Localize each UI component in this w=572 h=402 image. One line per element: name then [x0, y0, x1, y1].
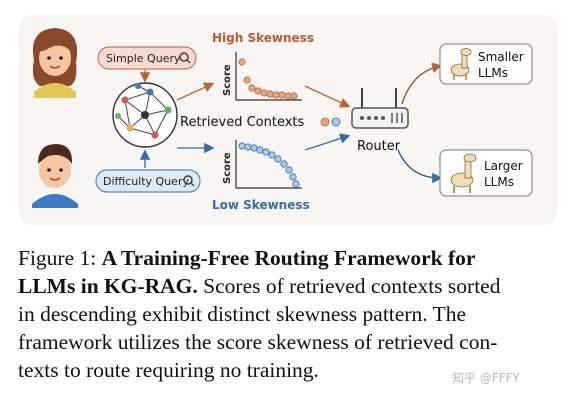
figure-caption: Figure 1: A Training-Free Routing Framew…	[18, 244, 558, 384]
high-skewness-point	[278, 91, 286, 99]
caption-bold-title-2: LLMs in KG-RAG.	[18, 274, 198, 298]
knowledge-graph-icon	[112, 82, 178, 148]
low-skewness-plot: Score	[222, 140, 302, 189]
low-skewness-point	[280, 160, 288, 168]
simple-query-label: Simple Query	[106, 52, 181, 65]
low-skewness-point	[244, 143, 252, 151]
high-skewness-point	[290, 92, 298, 100]
caption-line-3: in descending exhibit distinct skewness …	[18, 302, 467, 326]
high-skewness-point	[284, 92, 292, 100]
low-skewness-point	[285, 166, 293, 174]
high-skewness-point	[272, 91, 280, 99]
low-skewness-points	[238, 142, 300, 188]
high-skewness-point	[248, 84, 256, 92]
low-skewness-label: Low Skewness	[212, 198, 310, 212]
larger-llms-box: Larger LLMs	[439, 149, 533, 197]
larger-llms-line1: Larger	[484, 159, 523, 173]
router-icon	[351, 88, 409, 129]
large-llama-icon	[450, 153, 477, 193]
high-skewness-point	[243, 76, 251, 84]
score-axis-label: Score	[222, 64, 233, 96]
boy-avatar-icon	[32, 144, 78, 208]
caption-line-5: texts to route requiring no training.	[18, 358, 319, 382]
watermark: 知乎 @FFFY	[452, 371, 520, 385]
search-icon	[179, 52, 191, 64]
low-skewness-point	[238, 142, 246, 150]
high-skewness-point	[260, 89, 268, 97]
difficulty-query-label: Difficulty Query	[103, 175, 189, 188]
high-skewness-label: High Skewness	[212, 31, 314, 45]
router-label: Router	[357, 139, 401, 154]
caption-line-1: Figure 1: A Training-Free Routing Framew…	[18, 244, 558, 272]
caption-line-2-rest: Scores of retrieved contexts sorted	[203, 274, 501, 298]
low-skewness-point	[256, 146, 264, 154]
simple-query-box: Simple Query	[97, 46, 197, 70]
larger-llms-line2: LLMs	[484, 175, 514, 189]
low-skewness-point	[262, 148, 270, 156]
caption-line-4: framework utilizes the score skewness of…	[18, 330, 498, 354]
low-skewness-point	[289, 173, 297, 181]
high-skewness-points	[238, 58, 298, 100]
context-dots	[320, 117, 341, 127]
retrieved-contexts-label: Retrieved Contexts	[180, 115, 305, 130]
search-icon	[183, 175, 195, 187]
smaller-llms-box: Smaller LLMs	[439, 43, 533, 85]
smaller-llms-line1: Smaller	[478, 50, 524, 64]
caption-label: Figure 1:	[18, 246, 97, 270]
score-axis-label: Score	[222, 152, 233, 184]
low-skewness-point	[250, 144, 258, 152]
girl-avatar-icon	[32, 28, 78, 98]
high-skewness-point	[254, 87, 262, 95]
caption-bold-title: A Training-Free Routing Framework for	[101, 246, 476, 270]
caption-line-2: LLMs in KG-RAG. Scores of retrieved cont…	[18, 272, 558, 300]
difficulty-query-box: Difficulty Query	[95, 169, 201, 193]
high-skewness-point	[266, 90, 274, 98]
smaller-llms-line2: LLMs	[478, 66, 508, 80]
low-skewness-point	[292, 180, 300, 188]
high-skewness-point	[238, 58, 246, 66]
framework-diagram: Simple Query Difficulty Query	[32, 28, 533, 212]
low-skewness-point	[274, 155, 282, 163]
high-skewness-plot: Score	[222, 52, 302, 101]
small-llama-icon	[450, 48, 472, 80]
low-skewness-point	[268, 151, 276, 159]
